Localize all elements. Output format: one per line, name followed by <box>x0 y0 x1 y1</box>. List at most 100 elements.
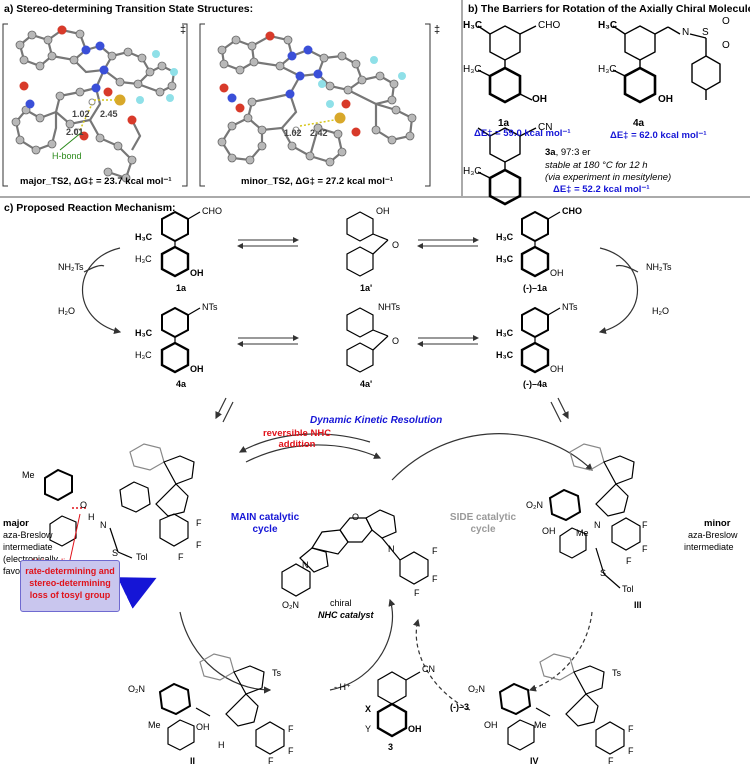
me-II: Me <box>148 720 161 730</box>
reversible-label: reversible NHC addition <box>262 428 332 450</box>
h2o-right: H₂O <box>652 306 669 316</box>
label-1a-c: 1a <box>176 283 187 293</box>
s-4a: S <box>702 27 709 38</box>
label-4a: 4a <box>633 118 645 129</box>
label-3: 3 <box>388 742 394 752</box>
h3c-4a: H₃C <box>598 64 617 75</box>
n-III: N <box>594 520 601 530</box>
label-1a-enant: (-)–1a <box>523 283 548 293</box>
nhc-catalyst-label: NHC catalyst <box>318 610 374 620</box>
f-I-3: F <box>178 552 184 562</box>
minor-dist-label-1: 1.02 <box>284 128 302 138</box>
ch3-4a: H₃C <box>598 20 618 31</box>
minor-label-1: minor <box>704 518 731 529</box>
s-I: S <box>112 548 119 558</box>
panel-a-title: a) Stereo-determining Transition State S… <box>4 3 254 15</box>
int-IV: IV <box>530 756 539 766</box>
minor-dist-label-2: 2.42 <box>310 128 328 138</box>
major-ts2-caption: major_TS2, ΔG‡ = 23.7 kcal mol⁻¹ <box>20 176 172 187</box>
cn-3: CN <box>422 664 435 674</box>
o1-4a: O <box>722 16 730 27</box>
no2-IV: O₂N <box>468 684 485 694</box>
oh-1a-prime: OH <box>376 206 390 216</box>
int-III: III <box>634 600 642 610</box>
label-3a: 3a <box>545 147 556 158</box>
h3c2-1a-e: H₃C <box>496 254 514 264</box>
h3c2-4a-e: H₃C <box>496 350 514 360</box>
nhc-f1: F <box>432 546 438 556</box>
stable-text: stable at 180 °C for 12 h <box>545 160 648 171</box>
major-label-2: aza-Breslow <box>3 530 53 540</box>
minor-label-2: aza-Breslow <box>688 530 738 540</box>
label-4a-prime: 4a' <box>360 379 373 389</box>
cho-1a-e: CHO <box>562 206 582 216</box>
minor-label-3: intermediate <box>684 542 734 552</box>
dist-label-1: 1.02 <box>72 109 90 119</box>
ts-IV: Ts <box>612 668 621 678</box>
panel-c-title: c) Proposed Reaction Mechanism: <box>4 202 176 214</box>
f-I-2: F <box>196 540 202 550</box>
oh-4a-e: OH <box>550 364 564 374</box>
label-1a-prime: 1a' <box>360 283 373 293</box>
er-3a: 3a, 97:3 er <box>545 147 590 158</box>
nhts-4a-prime: NHTs <box>378 302 400 312</box>
chiral-label: chiral <box>330 598 352 608</box>
oh-1a-c: OH <box>190 268 204 278</box>
cn-3a: CN <box>538 122 553 133</box>
h3c-1a-c: H₃C <box>135 232 153 242</box>
nh2ts-left: NH₂Ts <box>58 262 84 272</box>
y-3: Y <box>365 724 372 734</box>
hbond-label: H-bond <box>52 151 82 161</box>
major-label-3: intermediate <box>3 542 53 552</box>
dkr-label: Dynamic Kinetic Resolution <box>310 415 443 426</box>
label-enant-3: (-)–3 <box>450 702 470 712</box>
f-II-1: F <box>288 724 294 734</box>
dist-label-2: 2.45 <box>100 109 118 119</box>
oh-1a-e: OH <box>550 268 564 278</box>
f-IV-2: F <box>628 746 634 756</box>
label-1a: 1a <box>498 118 510 129</box>
s-III: S <box>600 568 607 578</box>
nts-4a-e: NTs <box>562 302 578 312</box>
oh-II: OH <box>196 722 210 732</box>
barrier-4a: ΔE‡ = 62.0 kcal mol⁻¹ <box>610 130 707 141</box>
major-label-1: major <box>3 518 29 529</box>
h3c-4a-c: H₃C <box>135 328 153 338</box>
f-II-3: F <box>268 756 274 766</box>
n-I: N <box>100 520 107 530</box>
h3c-1a-e: H₃C <box>496 232 514 242</box>
o-I: O <box>80 500 88 510</box>
me-III: Me <box>576 528 589 538</box>
me-IV: Me <box>534 720 547 730</box>
f-III-1: F <box>642 520 648 530</box>
ts-II: Ts <box>272 668 281 678</box>
ddagger-minor: ‡ <box>434 24 441 36</box>
nhc-n2: N <box>388 544 395 554</box>
nh-II: H <box>218 740 225 750</box>
ddagger-major: ‡ <box>180 24 187 36</box>
oh-3: OH <box>408 724 422 734</box>
oh-IV: OH <box>484 720 498 730</box>
h3c-3a: H₃C <box>463 166 482 177</box>
major-label-4: (electronically <box>3 554 59 564</box>
h2o-left: H₂O <box>58 306 75 316</box>
f-I-1: F <box>196 518 202 528</box>
panel-b-title: b) The Barriers for Rotation of the Axia… <box>468 3 750 15</box>
tol-III: Tol <box>622 584 634 594</box>
no2-II: O₂N <box>128 684 145 694</box>
er-text: , 97:3 er <box>555 147 591 158</box>
f-II-2: F <box>288 746 294 756</box>
cho-1a-c: CHO <box>202 206 222 216</box>
x-3: X <box>365 704 372 714</box>
minor-ts2-caption: minor_TS2, ΔG‡ = 27.2 kcal mol⁻¹ <box>241 176 394 187</box>
n-4a: N <box>682 27 690 38</box>
f-IV-1: F <box>628 724 634 734</box>
f-IV-3: F <box>608 756 614 766</box>
exp-text: (via experiment in mesitylene) <box>545 172 672 183</box>
h3c-4a-e: H₃C <box>496 328 514 338</box>
int-II: II <box>190 756 196 766</box>
